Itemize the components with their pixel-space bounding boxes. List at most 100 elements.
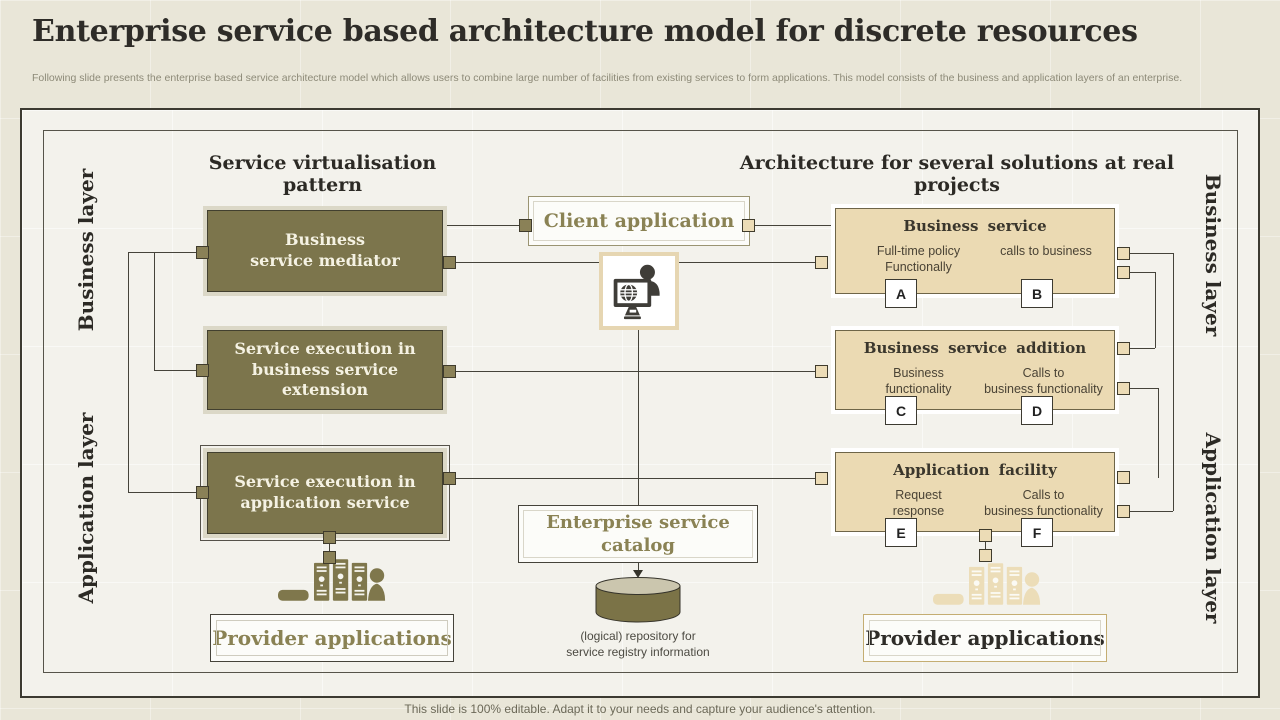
connector-node [196,364,209,377]
diagram-inner-border [43,130,1238,673]
box-text: Calls to business functionality [976,365,1111,398]
connector-line [1158,388,1159,478]
box-label: business service extension [251,359,399,400]
connector-node [815,256,828,269]
connector-line [638,330,639,505]
connector-node [815,365,828,378]
provider-applications-box-right[interactable]: Provider applications [863,614,1107,662]
box-text: calls to business [981,243,1111,259]
connector-node [196,246,209,259]
left-application-layer-label: Application layer [74,412,98,604]
connector-node [1117,471,1130,484]
tag-c[interactable]: C [885,396,917,425]
left-business-layer-label: Business layer [74,168,98,332]
connector-line [1130,253,1173,254]
box-label: Service execution in [234,472,416,492]
connector-node [979,529,992,542]
box-label: Service execution in [234,338,416,358]
connector-node [1117,266,1130,279]
connector-line [985,532,986,558]
text-line: Request [895,488,942,502]
box-label: Provider applications [865,626,1105,650]
enterprise-service-catalog-box[interactable]: Enterprise service catalog [518,505,758,563]
tag-f[interactable]: F [1021,518,1053,547]
text-line: business functionality [984,504,1103,519]
box-label: Provider applications [212,626,452,650]
text-line: response [892,504,945,519]
box-title: Application facility [893,461,1057,479]
page-subtitle: Following slide presents the enterprise … [32,72,1183,84]
library-books-icon [278,559,386,601]
connector-node [323,531,336,544]
text-line: Functionally [885,260,952,275]
database-cylinder-icon [595,577,681,623]
connector-node [742,219,755,232]
business-service-box[interactable]: Business service Full-time policy Functi… [835,208,1115,294]
arrow-down-icon [633,570,643,578]
tag-e[interactable]: E [885,518,917,547]
connector-line [1155,272,1156,348]
connector-node [443,365,456,378]
left-section-header: Service virtualisation pattern [208,152,437,196]
box-label: application service [240,493,410,512]
connector-line [128,492,197,493]
connector-node [443,256,456,269]
connector-line [1130,388,1158,389]
tag-a[interactable]: A [885,279,917,308]
repository-caption: (logical) repository for service registr… [538,628,738,660]
connector-node [979,549,992,562]
connector-node [323,551,336,564]
text-line: Calls to [1022,366,1065,380]
connector-node [815,472,828,485]
connector-line [154,252,155,370]
connector-line [456,478,815,479]
client-terminal-icon [613,264,660,320]
box-label: catalog [600,535,676,556]
page-title: Enterprise service based architecture mo… [32,14,1138,49]
client-application-box[interactable]: Client application [528,196,750,246]
box-text: Business functionality [861,365,976,398]
connector-node [1117,342,1130,355]
connector-line [154,370,197,371]
text-line: Full-time policy [876,244,961,258]
connector-node [1117,382,1130,395]
library-books-icon-faded [933,563,1041,605]
connector-node [1117,505,1130,518]
right-section-header: Architecture for several solutions at re… [739,152,1175,196]
connector-node [1117,247,1130,260]
connector-line [1130,511,1173,512]
provider-applications-box-left[interactable]: Provider applications [210,614,454,662]
service-execution-business-extension-box[interactable]: Service execution in business service ex… [207,330,443,410]
box-text: Calls to business functionality [976,487,1111,520]
footer-note: This slide is 100% editable. Adapt it to… [404,702,876,716]
business-service-addition-box[interactable]: Business service addition Business funct… [835,330,1115,410]
tag-b[interactable]: B [1021,279,1053,308]
text-line: business functionality [984,382,1103,397]
box-text: Full-time policy Functionally [861,243,976,276]
text-line: Business [893,366,944,380]
text-line: functionality [885,382,952,397]
connector-line [128,252,197,253]
box-label: service mediator [250,251,400,270]
right-application-layer-label: Application layer [1201,432,1225,624]
tag-d[interactable]: D [1021,396,1053,425]
connector-line [329,534,330,558]
application-facility-box[interactable]: Application facility Request response Ca… [835,452,1115,532]
caption-line: service registry information [566,645,710,660]
business-service-mediator-box[interactable]: Business service mediator [207,210,443,292]
right-business-layer-label: Business layer [1201,173,1225,337]
client-terminal-icon-box[interactable] [599,252,679,330]
connector-line [443,225,519,226]
connector-node [196,486,209,499]
connector-node [443,472,456,485]
box-label: Business [284,230,366,250]
box-label: Enterprise service [546,511,730,533]
service-execution-application-service-box[interactable]: Service execution in application service [200,445,450,541]
connector-node [519,219,532,232]
connector-line [638,563,639,571]
box-title: Business service [903,217,1047,235]
box-title: Business service addition [863,339,1087,357]
text-line: Calls to [1022,488,1065,502]
connector-line [128,252,129,492]
